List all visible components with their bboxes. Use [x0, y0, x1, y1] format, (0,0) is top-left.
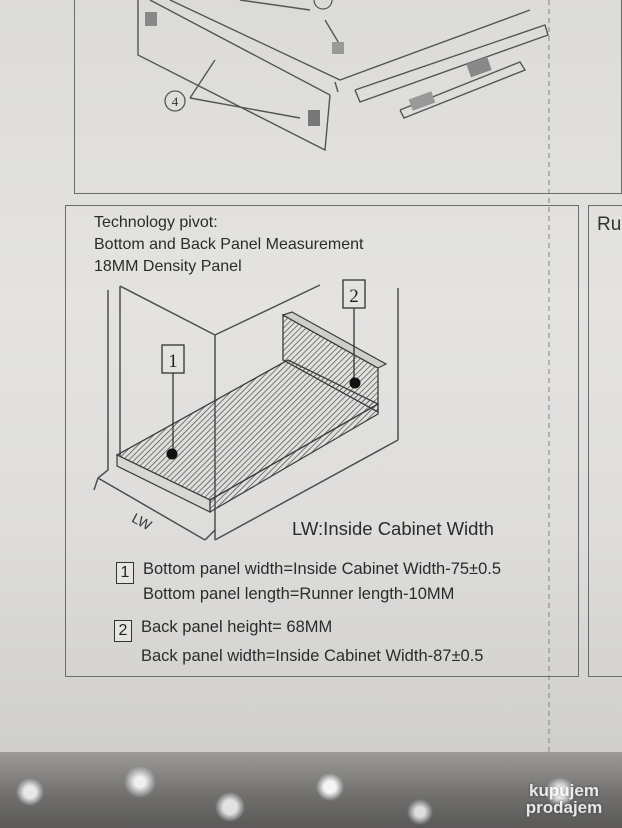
- bracket-icon: [145, 12, 157, 26]
- runner-clip-icon: [408, 91, 436, 111]
- runner-clip-icon: [466, 56, 492, 78]
- callout-2-text: 2: [349, 286, 359, 307]
- callout-circle-4: [164, 90, 186, 112]
- top-assembly-diagram: 4: [137, 0, 549, 152]
- spec-2-line-2: Back panel width=Inside Cabinet Width-87…: [141, 647, 484, 665]
- watermark-line-2: prodajem: [525, 798, 603, 817]
- spec-1-line-1: Bottom panel width=Inside Cabinet Width-…: [143, 560, 502, 578]
- watermark-logo: kupujem prodajem: [514, 782, 614, 816]
- spec-2-number: 2: [114, 620, 132, 642]
- callout-4-text: 4: [172, 94, 179, 109]
- next-section-label: Ru: [597, 214, 622, 235]
- clip-icon: [332, 42, 344, 54]
- bracket-icon: [308, 110, 320, 126]
- lw-legend: LW:Inside Cabinet Width: [292, 518, 494, 539]
- measurement-frame: [65, 205, 579, 677]
- cabinet-diagram: 1 2 LW: [93, 279, 399, 541]
- watermark-line-1: kupujem: [529, 781, 599, 800]
- spec-1-line-2: Bottom panel length=Runner length-10MM: [143, 585, 455, 603]
- spec-1-number: 1: [116, 562, 134, 584]
- instruction-sheet: 4 Ru Technology pivot: Bottom and Back P…: [0, 0, 622, 760]
- paper-fold-line: [548, 0, 550, 760]
- callout-2-dot: [349, 377, 361, 389]
- callout-1-text: 1: [168, 351, 178, 372]
- header-line-1: Technology pivot:: [94, 214, 218, 231]
- header-line-2: Bottom and Back Panel Measurement: [94, 236, 364, 253]
- dimension-lw-label: LW: [129, 510, 155, 534]
- header-line-3: 18MM Density Panel: [94, 258, 242, 275]
- next-section-frame: Ru: [588, 205, 622, 677]
- callout-circle-top: [313, 0, 333, 10]
- callout-1-dot: [166, 448, 178, 460]
- bubble-wrap-background: [0, 752, 622, 828]
- spec-2-line-1: Back panel height= 68MM: [141, 618, 333, 636]
